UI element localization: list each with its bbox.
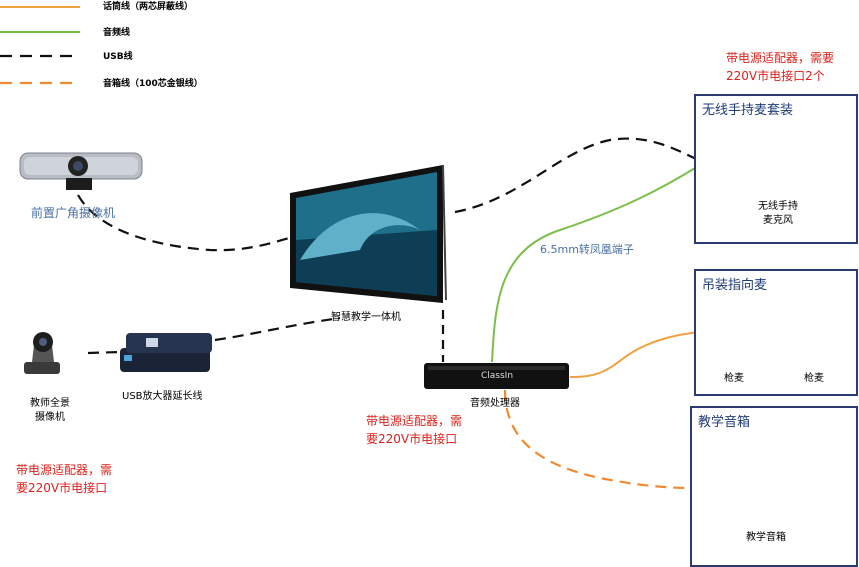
wireless-kit-title: 无线手持麦套装 bbox=[702, 103, 794, 118]
audio-processor-label: 音频处理器 bbox=[470, 398, 520, 409]
speakers-box: 教学音箱 教学音箱 bbox=[690, 406, 858, 567]
usb-cable-teacher-camera bbox=[87, 350, 121, 355]
processor-power-note: 带电源适配器，需 要220V市电接口 bbox=[366, 414, 463, 446]
shotgun-mic-left-label: 枪麦 bbox=[724, 373, 744, 384]
smart-board-image bbox=[290, 164, 447, 303]
camera-power-note: 带电源适配器，需 要220V市电接口 bbox=[16, 463, 113, 495]
wireless-kit-box: 无线手持麦套装 无线手持 麦克风 bbox=[694, 94, 858, 244]
speakers-title: 教学音箱 bbox=[698, 415, 751, 430]
processor-brand-label: ClassIn bbox=[481, 371, 514, 381]
legend-label-audio-cable: 音频线 bbox=[103, 28, 131, 38]
usb-cable-extender-to-board bbox=[214, 316, 341, 342]
teacher-camera-image bbox=[24, 332, 60, 374]
wireless-power-note: 带电源适配器，需要 220V市电接口2个 bbox=[726, 51, 835, 83]
audio-cable-processor-to-wireless bbox=[491, 164, 701, 363]
usb-extender-label: USB放大器延长线 bbox=[122, 391, 203, 402]
legend-label-speaker-cable: 音箱线（100芯金银线） bbox=[103, 79, 203, 89]
hanging-mics-box: 吊装指向麦 枪麦 枪麦 bbox=[694, 269, 858, 396]
hanging-mics-title: 吊装指向麦 bbox=[702, 278, 768, 293]
speakers-label: 教学音箱 bbox=[746, 532, 786, 543]
legend-label-mic-cable: 话筒线（两芯屏蔽线） bbox=[103, 2, 194, 12]
front-camera-image bbox=[19, 152, 143, 190]
teacher-camera-label: 教师全景 摄像机 bbox=[30, 398, 70, 423]
mic-cable-processor-to-mics bbox=[569, 331, 701, 379]
usb-cable-camera-to-board bbox=[77, 194, 301, 252]
front-camera-label: 前置广角摄像机 bbox=[31, 206, 116, 220]
speaker-cable-processor-to-speakers bbox=[503, 389, 691, 490]
legend-label-usb-cable: USB线 bbox=[103, 52, 133, 62]
wireless-mic-label: 无线手持 麦克风 bbox=[758, 201, 798, 226]
smart-board-label: 智慧教学一体机 bbox=[331, 312, 401, 323]
usb-cable-board-to-wireless bbox=[454, 137, 723, 214]
shotgun-mic-right-label: 枪麦 bbox=[804, 373, 824, 384]
usb-extender-image bbox=[120, 333, 212, 372]
connector-label: 6.5mm转凤凰端子 bbox=[540, 243, 634, 256]
audio-processor-image bbox=[424, 363, 569, 389]
